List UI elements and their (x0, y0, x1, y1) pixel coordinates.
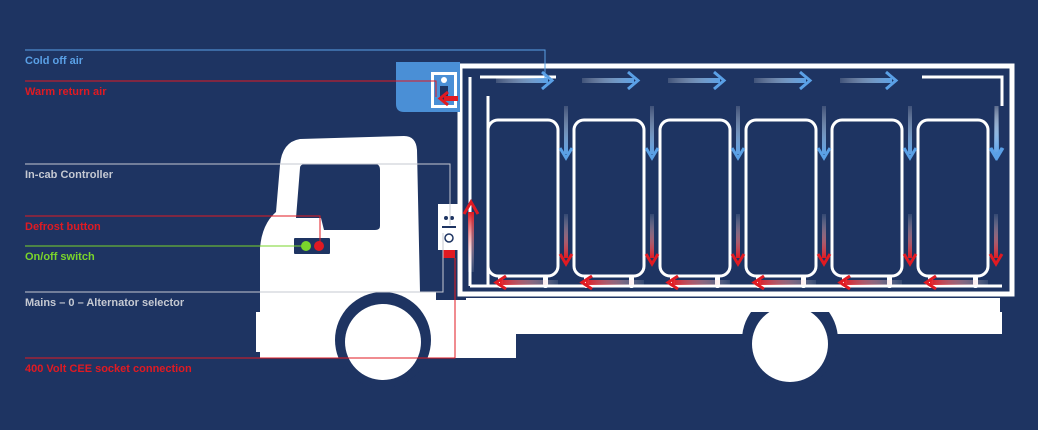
warm-return-arrow-head (923, 274, 937, 291)
cold-down-arrow-head (558, 147, 574, 161)
rear-wheel (752, 306, 828, 382)
chassis-lower (470, 334, 516, 358)
defrost-button-indicator (314, 241, 324, 251)
cargo-bay (658, 118, 732, 278)
selector-switch-mark (442, 226, 456, 228)
warm-down-arrow-head (730, 253, 746, 267)
box-inner-duct (922, 75, 1004, 106)
warm-return-arrow-shaft (930, 280, 988, 285)
warm-return-arrow-shaft (500, 280, 558, 285)
warm-down-arrow-shaft (564, 214, 568, 258)
socket-leader (25, 258, 456, 359)
warm-down-arrow-shaft (650, 214, 654, 258)
cargo-bay (744, 118, 818, 278)
cold-down-arrow-head (988, 147, 1004, 161)
cargo-bay (830, 118, 904, 278)
cold-top-arrow-head (627, 70, 641, 91)
warm-down-arrow-shaft (994, 214, 998, 258)
selector-leader (25, 233, 444, 293)
chassis (430, 312, 1002, 334)
onoff-label: On/off switch (25, 251, 95, 263)
warm-airflow-up (462, 199, 480, 272)
cargo-bay (572, 118, 646, 278)
cold-air-label: Cold off air (25, 55, 84, 67)
selector-dot-left (444, 216, 448, 220)
cab-window (296, 164, 380, 230)
warm-airflow-return (493, 274, 988, 291)
warm-down-arrow-shaft (908, 214, 912, 258)
cold-top-arrow-head (713, 70, 727, 91)
box-floor (466, 298, 1000, 312)
warm-return-arrow-head (579, 274, 593, 291)
controller-unit (438, 204, 460, 258)
warm-down-arrow-head (902, 253, 918, 267)
cold-air-leader (25, 49, 546, 82)
cargo-bay (486, 118, 560, 278)
controller-leader (25, 163, 451, 225)
cold-down-arrow-head (644, 147, 660, 161)
warm-down-arrow-head (988, 253, 1004, 267)
warm-return-arrow-shaft (844, 280, 902, 285)
cold-top-arrow-shaft (754, 78, 806, 83)
warm-return-arrow-head (751, 274, 765, 291)
warm-down-arrow-head (644, 253, 660, 267)
warm-return-arrow-head (665, 274, 679, 291)
cargo-bay (916, 118, 990, 278)
warm-return-arrow-shaft (758, 280, 816, 285)
warm-down-arrow-head (558, 253, 574, 267)
cold-top-arrow-head (799, 70, 813, 91)
cold-down-arrow-head (730, 147, 746, 161)
cold-top-arrow-shaft (582, 78, 634, 83)
in-cab-controller-panel (292, 236, 332, 256)
defrost-leader (25, 215, 321, 242)
warm-air-leader (25, 80, 437, 97)
cold-down-arrow-shaft (822, 106, 826, 154)
warm-airflow-down (558, 214, 1004, 267)
fridge-coil (440, 86, 448, 100)
cold-down-arrow-shaft (564, 106, 568, 154)
cold-down-arrow-shaft (650, 106, 654, 154)
selector-dot-right (450, 216, 454, 220)
warm-return-arrow-shaft (672, 280, 730, 285)
cold-down-arrow-shaft (994, 106, 998, 154)
warm-return-arrow-shaft (586, 280, 644, 285)
cold-down-arrow-head (816, 147, 832, 161)
refrigeration-unit (396, 62, 460, 112)
cold-top-arrow-shaft (668, 78, 720, 83)
socket-label: 400 Volt CEE socket connection (25, 363, 192, 375)
cold-top-arrow-shaft (840, 78, 892, 83)
warm-return-arrow-head (837, 274, 851, 291)
cold-down-arrow-shaft (908, 106, 912, 154)
warm-down-arrow-shaft (736, 214, 740, 258)
leader-lines (25, 49, 546, 359)
front-bumper (256, 312, 264, 352)
cold-top-arrow-shaft (496, 78, 548, 83)
truck (256, 136, 1002, 388)
cold-airflow-top (496, 70, 1005, 161)
cold-down-arrow-head (902, 147, 918, 161)
selector-label: Mains – 0 – Alternator selector (25, 297, 185, 309)
fridge-fan-icon (441, 77, 447, 83)
selector-knob (444, 233, 454, 243)
warm-air-label: Warm return air (25, 86, 107, 98)
on-off-switch-indicator (301, 241, 311, 251)
cee-socket (443, 250, 455, 258)
defrost-label: Defrost button (25, 221, 101, 233)
warm-return-arrow-head (493, 274, 507, 291)
front-wheel (345, 304, 421, 380)
cold-down-arrow-shaft (736, 106, 740, 154)
warm-down-arrow-shaft (822, 214, 826, 258)
controller-label: In-cab Controller (25, 169, 114, 181)
cold-airflow-down (558, 106, 1004, 161)
cold-top-arrow-head (885, 70, 899, 91)
warm-down-arrow-head (816, 253, 832, 267)
warm-airflow-into-unit (437, 90, 458, 107)
